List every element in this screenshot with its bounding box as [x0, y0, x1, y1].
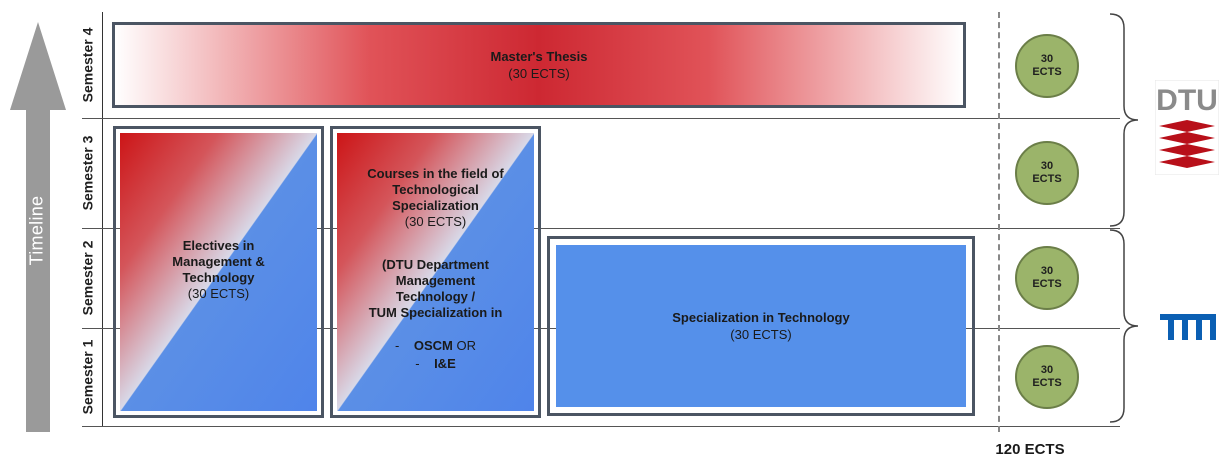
dtu-logo: DTU [1155, 80, 1219, 175]
svg-text:DTU: DTU [1156, 84, 1218, 117]
courses-option-ie: - I&E [415, 356, 456, 371]
specialization-box: Specialization in Technology (30 ECTS) [547, 236, 975, 416]
semester-1-label: Semester 1 [79, 339, 95, 415]
courses-title-text: Courses in the field of Technological Sp… [367, 166, 504, 229]
courses-box: Courses in the field of Technological Sp… [330, 126, 541, 418]
electives-text: Electives in Management & Technology (30… [172, 238, 265, 301]
courses-option-oscm: - OSCM OR [395, 338, 476, 353]
tum-brace [1109, 229, 1139, 423]
row-divider [82, 118, 1120, 119]
total-ects-label: 120 ECTS [995, 441, 1065, 458]
row-divider [82, 228, 1120, 229]
semester-2-label: Semester 2 [79, 240, 95, 316]
row-divider [82, 426, 1120, 427]
ects-column-divider [998, 12, 1000, 432]
thesis-credits: (30 ECTS) [508, 66, 570, 81]
tum-logo [1160, 314, 1216, 340]
masters-thesis-box: Master's Thesis (30 ECTS) [112, 22, 966, 108]
thesis-title: Master's Thesis [490, 49, 588, 64]
semester-axis-line [102, 12, 103, 426]
electives-box: Electives in Management & Technology (30… [113, 126, 324, 418]
semester-3-label: Semester 3 [79, 135, 95, 211]
specialization-credits: (30 ECTS) [730, 327, 792, 342]
timeline-label: Timeline [26, 195, 47, 265]
semester-4-label: Semester 4 [79, 27, 95, 103]
specialization-title: Specialization in Technology [672, 310, 850, 325]
courses-detail-text: (DTU Department Management Technology / … [368, 257, 503, 320]
dtu-brace [1109, 13, 1139, 227]
timeline-arrow [10, 22, 66, 432]
